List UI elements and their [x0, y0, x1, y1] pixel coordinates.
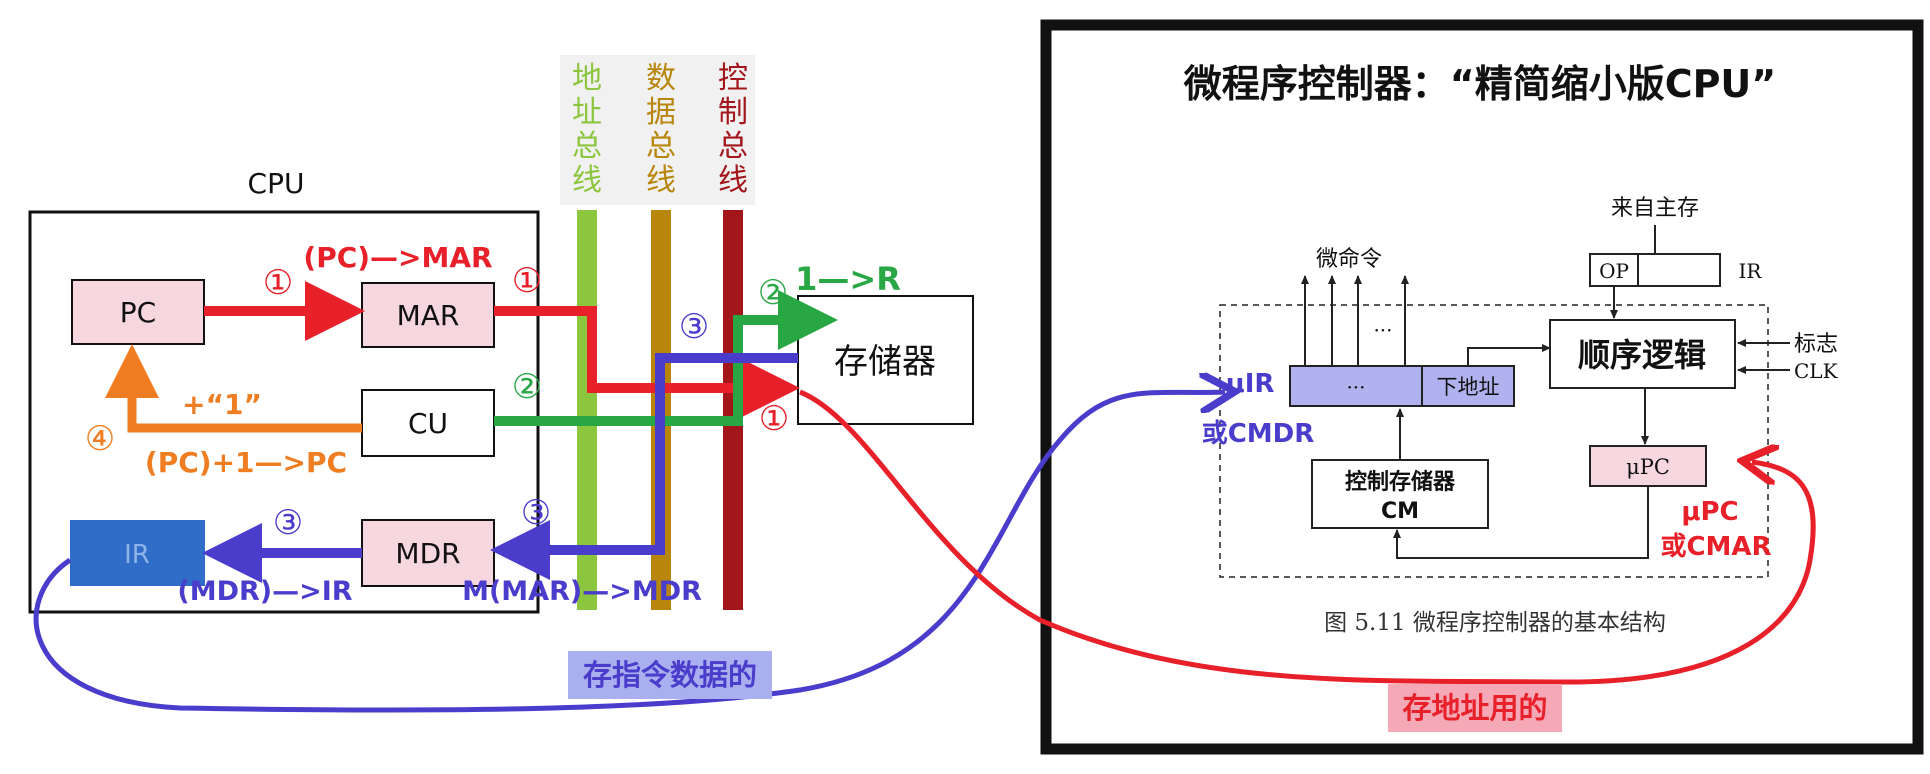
micro-cmd-dots: ···	[1373, 318, 1392, 342]
pc-label: PC	[120, 296, 156, 329]
bus-header-bg	[560, 55, 755, 205]
control-memory-box	[1311, 459, 1489, 529]
op-label: OP	[1599, 259, 1629, 283]
data-bus-label-3: 总	[646, 129, 676, 164]
sequence-logic-label: 顺序逻辑	[1578, 336, 1706, 374]
cpu-title: CPU	[248, 167, 305, 200]
ir-box	[70, 520, 205, 586]
address-bus-label-3: 总	[572, 129, 602, 164]
ir-field	[1637, 253, 1721, 287]
step3-marker-b: ③	[521, 493, 551, 533]
mar-label: MAR	[397, 299, 460, 332]
next-addr-label: 下地址	[1437, 375, 1500, 399]
control-bus-label-1: 控	[718, 61, 748, 96]
one-to-r-label: 1—>R	[795, 260, 901, 298]
data-bus-label-2: 据	[646, 95, 676, 130]
arrow-next-addr-to-seq	[1467, 344, 1551, 366]
uir-dots: ···	[1346, 375, 1365, 399]
step1-marker-c: ①	[759, 399, 789, 439]
pc-to-mar-label: (PC)—>MAR	[303, 241, 492, 274]
upc-label: μPC	[1626, 455, 1670, 479]
micro-dashed-boundary	[1219, 304, 1769, 578]
uir-label-line1: μIR	[1226, 369, 1275, 399]
step3-marker-a: ③	[679, 307, 709, 347]
data-bus-label-1: 数	[646, 61, 676, 96]
flags-label: 标志	[1794, 332, 1838, 357]
cpu-box	[28, 210, 540, 614]
step4-marker: ④	[85, 419, 115, 459]
cu-label: CU	[408, 407, 448, 440]
cm-label-line1: 控制存储器	[1345, 469, 1456, 495]
pc-plus-one-label: (PC)+1—>PC	[145, 446, 347, 479]
control-bus-label-3: 总	[718, 129, 748, 164]
plus-one-label: +“1”	[182, 388, 262, 421]
address-bus-label-4: 线	[572, 163, 602, 198]
clk-label: CLK	[1794, 359, 1839, 383]
mar-box	[361, 282, 495, 348]
arrow-pc-increment	[105, 344, 362, 433]
arrow-cu-to-memory	[494, 290, 838, 426]
control-bus-label-2: 制	[718, 95, 748, 130]
curve-mar-to-upc	[799, 389, 1816, 685]
upc-label-line1: μPC	[1681, 497, 1738, 527]
memory-label: 存储器	[834, 342, 936, 382]
micro-ir-label: IR	[1739, 259, 1763, 283]
upc-label-line2: 或CMAR	[1660, 532, 1771, 562]
next-addr-field	[1421, 365, 1515, 407]
micro-command-label: 微命令	[1316, 247, 1382, 272]
data-bus-label-4: 线	[646, 163, 676, 198]
mdr-to-ir-label: (MDR)—>IR	[177, 576, 352, 607]
address-bus-label: 地址总线	[572, 61, 602, 198]
micro-title: 微程序控制器：“精简缩小版CPU”	[1183, 62, 1777, 106]
blue-note: 存指令数据的	[583, 658, 757, 692]
step1-marker-b: ①	[512, 261, 542, 301]
step2-marker-b: ②	[758, 273, 788, 313]
red-note-bg	[1388, 684, 1562, 732]
step3-marker-c: ③	[273, 503, 303, 543]
control-bus-label: 控制总线	[718, 61, 748, 198]
uir-label-line2: 或CMDR	[1202, 419, 1315, 449]
ir-label: IR	[124, 540, 150, 570]
arrow-upc-to-cm	[1393, 486, 1649, 559]
step2-marker-a: ②	[512, 367, 542, 407]
arrow-memory-to-mdr	[490, 353, 798, 580]
red-note: 存地址用的	[1402, 691, 1547, 725]
address-bus-label-1: 地	[572, 61, 602, 96]
address-bus-label-2: 址	[572, 95, 602, 130]
arrow-mar-to-memory	[494, 306, 800, 418]
micro-frame	[1040, 19, 1924, 755]
blue-note-bg	[568, 651, 772, 699]
from-main-memory-label: 来自主存	[1611, 196, 1699, 221]
figure-caption: 图 5.11 微程序控制器的基本结构	[1324, 610, 1666, 636]
cm-label-line2: CM	[1381, 499, 1419, 524]
control-bus-label-4: 线	[718, 163, 748, 198]
mem-to-mdr-label: M(MAR)—>MDR	[462, 576, 702, 607]
mdr-label: MDR	[395, 537, 460, 570]
step1-marker-a: ①	[263, 263, 293, 303]
data-bus-label: 数据总线	[646, 61, 676, 198]
mdr-box	[361, 519, 495, 587]
sequence-logic-box	[1549, 319, 1736, 389]
